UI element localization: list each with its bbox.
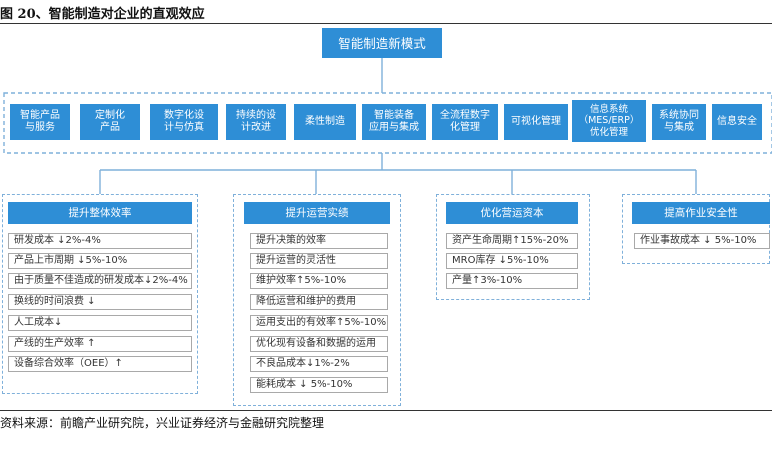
capability-line: 持续的设: [236, 110, 276, 121]
capability-line: 优化管理: [589, 126, 628, 138]
capability-line: 信息系统: [589, 103, 628, 115]
benefit-item: 由于质量不佳造成的研发成本↓2%-4%: [8, 273, 192, 289]
capability-system-integration: 系统协同与集成: [652, 104, 706, 140]
capability-smart-products: 智能产品与服务: [10, 104, 70, 140]
benefit-item: 提升运营的灵活性: [250, 253, 388, 269]
capability-line: 计与仿真: [164, 122, 204, 133]
capability-line: 化管理: [450, 122, 480, 133]
benefit-item: 维护效率↑5%-10%: [250, 273, 388, 289]
benefit-item: 不良品成本↓1%-2%: [250, 356, 388, 372]
benefit-item: 换线的时间浪费 ↓: [8, 294, 192, 310]
benefit-item: 研发成本 ↓2%-4%: [8, 233, 192, 249]
capability-line: （MES/ERP）: [578, 115, 640, 127]
benefit-item: 运用支出的有效率↑5%-10%: [250, 315, 388, 331]
benefit-item: 产线的生产效率 ↑: [8, 336, 192, 352]
capability-process-digital: 全流程数字化管理: [432, 104, 498, 140]
capability-info-systems: 信息系统（MES/ERP）优化管理: [572, 100, 646, 142]
panel-operational-performance: [233, 194, 401, 406]
panel-overall-efficiency: [2, 194, 198, 394]
capability-info-security: 信息安全: [712, 104, 762, 140]
benefit-item: 能耗成本 ↓ 5%-10%: [250, 377, 388, 393]
benefit-item: 降低运营和维护的费用: [250, 294, 388, 310]
source-note: 资料来源：前瞻产业研究院，兴业证券经济与金融研究院整理: [0, 416, 325, 430]
bottom-rule: [0, 410, 772, 411]
capability-digital-design: 数字化设计与仿真: [150, 104, 218, 140]
capability-smart-equipment: 智能装备应用与集成: [362, 104, 426, 140]
capability-line: 产品: [100, 122, 120, 133]
benefit-item: 优化现有设备和数据的运用: [250, 336, 388, 352]
capability-customized-products: 定制化产品: [80, 104, 140, 140]
panel-title: 提高作业安全性: [632, 202, 770, 224]
capability-line: 与集成: [664, 122, 694, 133]
benefit-item: 设备综合效率（OEE）↑: [8, 356, 192, 372]
capability-continuous-design: 持续的设计改进: [226, 104, 286, 140]
panel-title: 优化营运资本: [446, 202, 578, 224]
capability-line: 全流程数字: [440, 110, 490, 121]
benefit-item: 资产生命周期↑15%-20%: [446, 233, 578, 249]
main-node: 智能制造新模式: [322, 28, 442, 58]
capability-line: 计改进: [241, 122, 271, 133]
benefit-item: 产量↑3%-10%: [446, 273, 578, 289]
capability-line: 定制化: [95, 110, 125, 121]
title-rule: [0, 23, 772, 24]
capability-line: 应用与集成: [369, 122, 419, 133]
benefit-item: 提升决策的效率: [250, 233, 388, 249]
capability-flexible-manufacturing: 柔性制造: [294, 104, 356, 140]
capability-line: 系统协同: [659, 110, 699, 121]
benefit-item: 作业事故成本 ↓ 5%-10%: [634, 233, 770, 249]
capability-line: 信息安全: [717, 116, 757, 127]
capability-line: 智能装备: [374, 110, 414, 121]
capability-line: 智能产品: [20, 110, 60, 121]
capability-line: 可视化管理: [511, 116, 561, 127]
benefit-item: 人工成本↓: [8, 315, 192, 331]
capability-visual-management: 可视化管理: [504, 104, 568, 140]
panel-title: 提升整体效率: [8, 202, 192, 224]
capability-line: 柔性制造: [305, 116, 345, 127]
capability-line: 与服务: [25, 122, 55, 133]
panel-work-safety: [622, 194, 770, 264]
panel-working-capital: [436, 194, 590, 300]
benefit-item: 产品上市周期 ↓5%-10%: [8, 253, 192, 269]
panel-title: 提升运营实绩: [244, 202, 390, 224]
capability-line: 数字化设: [164, 110, 204, 121]
benefit-item: MRO库存 ↓5%-10%: [446, 253, 578, 269]
figure-title: 图 20、智能制造对企业的直观效应: [0, 7, 205, 22]
